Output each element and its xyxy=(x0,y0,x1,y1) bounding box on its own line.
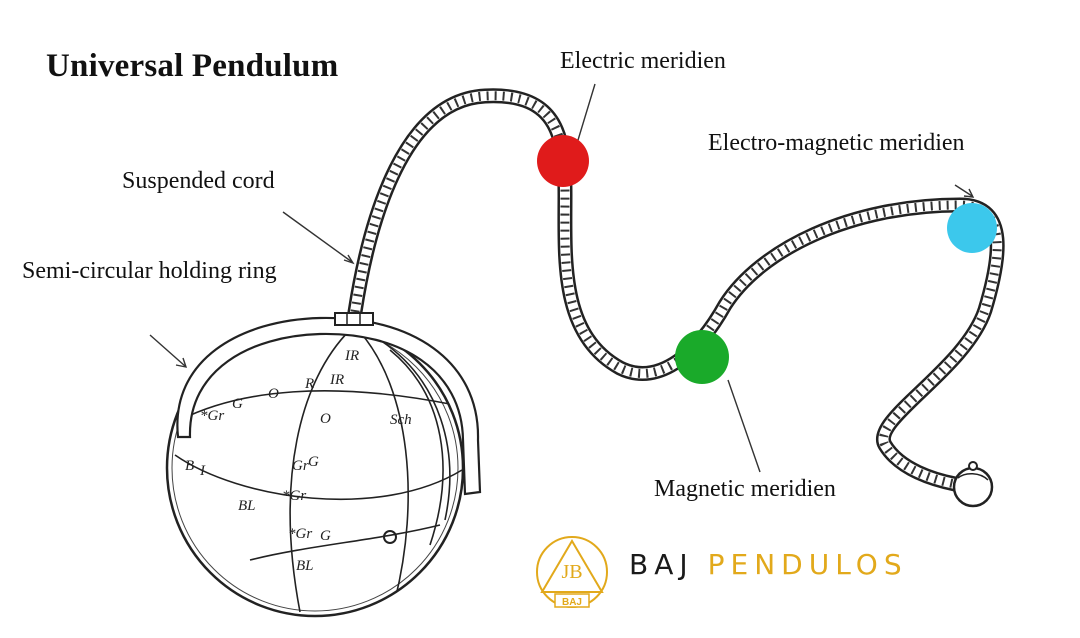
sphere-mark: *Gr xyxy=(288,526,312,542)
sphere-mark: BL xyxy=(296,558,314,574)
pointer-lines xyxy=(149,83,975,473)
sphere-mark: R xyxy=(304,376,314,392)
cord-pointer-line xyxy=(282,211,353,263)
sphere-mark: *Gr xyxy=(282,488,306,504)
electro-magnetic-meridien-marker xyxy=(947,203,997,253)
sphere-mark: I xyxy=(199,463,206,479)
sphere-mark: IR xyxy=(329,372,344,388)
sphere-mark: B xyxy=(185,458,194,474)
sphere-mark: BL xyxy=(238,498,256,514)
logo-monogram: JB xyxy=(561,561,582,583)
sphere-mark: *Gr xyxy=(200,408,224,424)
em-pointer-line xyxy=(954,184,973,197)
end-weight xyxy=(952,461,994,508)
brand-name-baj: BAJ xyxy=(629,548,694,581)
electric-pointer-line xyxy=(574,83,596,151)
sphere-mark: G xyxy=(232,396,243,412)
diagram-title: Universal Pendulum xyxy=(46,48,339,84)
suspended-cord xyxy=(347,88,1005,492)
sphere-mark: G xyxy=(308,454,319,470)
sphere-mark: IR xyxy=(344,348,359,364)
holding-ring xyxy=(176,312,482,496)
ring-pointer-line xyxy=(149,334,186,367)
sphere-mark: O xyxy=(320,411,331,427)
logo-seal-text: BAJ xyxy=(562,597,582,608)
electro-magnetic-meridien-label: Electro-magnetic meridien xyxy=(708,130,965,156)
magnetic-pointer-line xyxy=(727,379,761,473)
magnetic-meridien-label: Magnetic meridien xyxy=(654,476,836,502)
sphere-mark: Sch xyxy=(390,412,412,428)
pendulum-sphere: *Gr G O R IR IR Sch O Gr G *Gr BL *Gr G … xyxy=(165,318,465,618)
holding-ring-label: Semi-circular holding ring xyxy=(22,258,277,284)
cord-arrow-icon xyxy=(343,254,355,265)
ring-arrow-icon xyxy=(175,357,188,368)
magnetic-meridien-marker xyxy=(675,330,729,384)
electric-meridien-label: Electric meridien xyxy=(560,48,726,74)
sphere-mark: Gr xyxy=(292,458,309,474)
suspended-cord-label: Suspended cord xyxy=(122,168,275,194)
electric-meridien-marker xyxy=(537,135,589,187)
em-arrow-icon xyxy=(963,188,975,198)
brand-name-pendulos: PENDULOS xyxy=(707,548,908,581)
sphere-mark: G xyxy=(320,528,331,544)
brand-logo-seal: JB BAJ xyxy=(536,536,608,608)
brand-wordmark: BAJ PENDULOS xyxy=(629,548,908,581)
sphere-mark: O xyxy=(268,386,279,402)
